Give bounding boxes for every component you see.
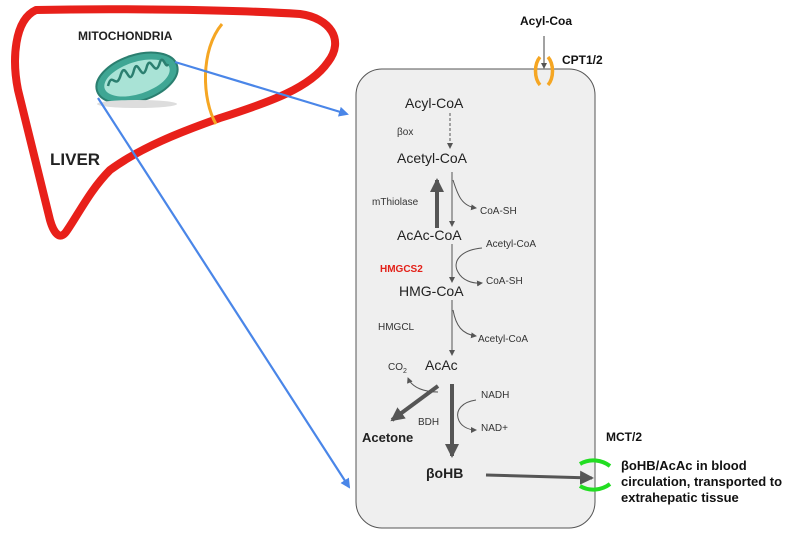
- cpt-label: CPT1/2: [562, 53, 603, 67]
- acyl-coa-outside-label: Acyl-Coa: [520, 14, 573, 28]
- acac-coa-label: AcAc-CoA: [397, 227, 462, 243]
- mct-transporter-icon: [578, 458, 612, 492]
- liver-membrane-arc: [203, 23, 224, 125]
- acyl-coa-label: Acyl-CoA: [405, 95, 464, 111]
- acetone-label: Acetone: [362, 430, 414, 445]
- arrow-bohb-export: [485, 470, 594, 485]
- hmg-coa-label: HMG-CoA: [399, 283, 464, 299]
- bohb-label: βoHB: [426, 465, 464, 481]
- beta-ox-label: βox: [397, 127, 414, 138]
- co2-label: CO2: [388, 362, 407, 375]
- arrow-to-acetone: [390, 384, 440, 422]
- arrow-mito-to-box: [174, 60, 349, 117]
- co2-base: CO: [388, 362, 403, 373]
- arrow-co2: [407, 377, 439, 393]
- liver-label: LIVER: [50, 150, 101, 169]
- mitochondria-label: MITOCHONDRIA: [78, 29, 173, 43]
- coash-label-1: CoA-SH: [480, 206, 517, 217]
- acetyl-coa-in-label: Acetyl-CoA: [486, 239, 537, 250]
- arrow-acetyl-coa-in: [455, 247, 483, 287]
- hmgcs2-label: HMGCS2: [380, 264, 423, 275]
- coash-label-2: CoA-SH: [486, 276, 523, 287]
- acetyl-coa-label: Acetyl-CoA: [397, 150, 468, 166]
- blood-circulation-text: βoHB/AcAc in blood circulation, transpor…: [621, 458, 783, 505]
- acetyl-coa-out-label: Acetyl-CoA: [478, 334, 529, 345]
- arrow-coash-1: [452, 179, 477, 211]
- arrow-mito-to-bohb: [97, 97, 351, 489]
- co2-subscript: 2: [403, 368, 407, 375]
- acac-label: AcAc: [425, 357, 458, 373]
- bdh-label: BDH: [418, 417, 440, 428]
- mitochondrion-icon: [95, 51, 179, 108]
- arrow-acetyl-coa-out: [452, 309, 477, 339]
- hmgcl-label: HMGCL: [378, 322, 415, 333]
- cpt-transporter-icon: [533, 55, 555, 87]
- mthiolase-label: mThiolase: [372, 197, 419, 208]
- mct-label: MCT/2: [606, 430, 642, 444]
- arrow-nadh-nad: [457, 399, 477, 433]
- liver-outline: [11, 5, 340, 240]
- nad-label: NAD+: [481, 423, 508, 434]
- mitochondrial-matrix-box: [355, 68, 596, 529]
- nadh-label: NADH: [481, 390, 510, 401]
